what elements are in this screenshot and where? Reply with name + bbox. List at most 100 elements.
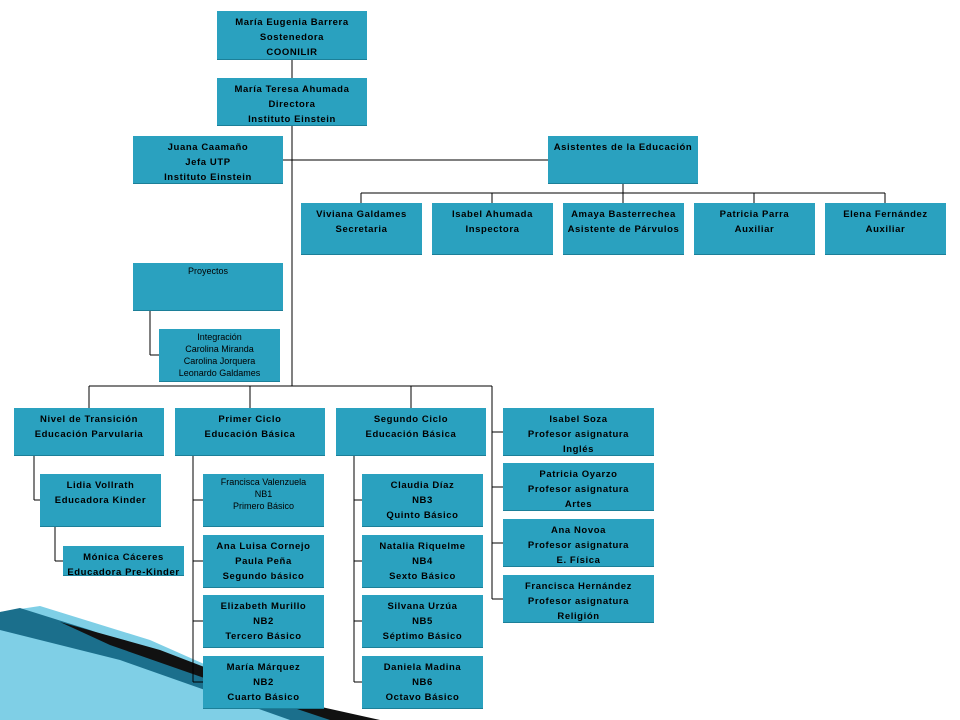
node-text-line: Profesor asignatura: [527, 540, 630, 551]
node-text-line: COONILIR: [266, 47, 318, 58]
node-text-line: Tercero Básico: [225, 631, 302, 642]
node-text-line: Séptimo Básico: [382, 631, 463, 642]
node-text-line: Octavo Básico: [385, 692, 460, 703]
node-text-line: Lidia Vollrath: [66, 480, 135, 491]
node-asistentes-educacion: Asistentes de la Educación: [548, 136, 698, 184]
node-text-line: Primer Ciclo: [218, 414, 282, 425]
node-text-line: Cuarto Básico: [227, 692, 300, 703]
node-text-line: Instituto Einstein: [248, 114, 336, 125]
node-text-line: Jefa UTP: [185, 157, 231, 168]
node-text-line: Claudia Díaz: [390, 480, 455, 491]
node-text-line: Nivel de Transición: [40, 414, 138, 425]
node-text-line: NB2: [253, 616, 274, 627]
node-text-line: Quinto Básico: [386, 510, 459, 521]
node-text-line: NB6: [412, 677, 433, 688]
node-text-line: NB1: [254, 489, 273, 499]
node-proyectos: Proyectos: [133, 263, 283, 311]
node-text-line: Isabel Soza: [549, 414, 608, 425]
node-text-line: Francisca Hernández: [525, 581, 632, 592]
node-text-line: María Márquez: [226, 662, 301, 673]
node-text-line: Isabel Ahumada: [452, 209, 533, 220]
node-text-line: Daniela Madina: [383, 662, 462, 673]
node-text-line: Patricia Parra: [719, 209, 790, 220]
node-text-line: Auxiliar: [734, 224, 775, 235]
node-text-line: María Teresa Ahumada: [234, 84, 350, 95]
node-text-line: Silvana Urzúa: [387, 601, 458, 612]
node-text-line: Profesor asignatura: [527, 484, 630, 495]
node-text-line: Juana Caamaño: [167, 142, 249, 153]
node-text-line: Educadora Pre-Kinder: [67, 567, 180, 578]
node-text-line: Carolina Jorquera: [183, 356, 256, 366]
node-text-line: Elizabeth Murillo: [220, 601, 307, 612]
node-text-line: Primero Básico: [232, 501, 295, 511]
node-text-line: Asistentes de la Educación: [553, 142, 693, 153]
node-text-line: Educación Parvularia: [34, 429, 144, 440]
node-text-line: Francisca Valenzuela: [220, 477, 307, 487]
node-text-line: NB4: [412, 556, 433, 567]
node-text-line: Auxiliar: [865, 224, 906, 235]
node-text-line: Ana Novoa: [550, 525, 607, 536]
node-text-line: Inglés: [562, 444, 595, 455]
node-text-line: Paula Peña: [235, 556, 292, 567]
node-text-line: Profesor asignatura: [527, 596, 630, 607]
node-text-line: Amaya Basterrechea: [571, 209, 676, 220]
node-text-line: Elena Fernández: [843, 209, 928, 220]
node-text-line: Educadora Kinder: [54, 495, 147, 506]
node-text-line: Religión: [557, 611, 600, 622]
node-text-line: Asistente de Párvulos: [567, 224, 680, 235]
node-text-line: Sexto Básico: [389, 571, 456, 582]
node-text-line: Ana Luisa Cornejo: [216, 541, 311, 552]
node-text-line: NB5: [412, 616, 433, 627]
node-text-line: Secretaria: [335, 224, 388, 235]
node-text-line: Viviana Galdames: [316, 209, 407, 220]
node-text-line: Instituto Einstein: [164, 172, 252, 183]
node-text-line: E. Física: [556, 555, 601, 566]
node-text-line: Mónica Cáceres: [83, 552, 164, 563]
node-text-line: Integración: [197, 332, 242, 342]
node-text-line: Proyectos: [187, 266, 229, 276]
node-text-line: Natalia Riquelme: [379, 541, 466, 552]
node-text-line: Sostenedora: [259, 32, 325, 43]
node-text-line: Directora: [268, 99, 316, 110]
node-text-line: Educación Básica: [204, 429, 296, 440]
node-text-line: NB2: [253, 677, 274, 688]
node-text-line: Carolina Miranda: [185, 344, 254, 354]
node-text-line: Artes: [564, 499, 593, 510]
node-text-line: Segundo básico: [222, 571, 305, 582]
node-text-line: María Eugenia Barrera: [235, 17, 349, 28]
node-text-line: Patricia Oyarzo: [539, 469, 618, 480]
node-text-line: Inspectora: [465, 224, 520, 235]
decor-swoosh-black: [60, 622, 380, 720]
node-text-line: Profesor asignatura: [527, 429, 630, 440]
node-text-line: Educación Básica: [365, 429, 457, 440]
node-text-line: Segundo Ciclo: [373, 414, 449, 425]
node-text-line: NB3: [412, 495, 433, 506]
